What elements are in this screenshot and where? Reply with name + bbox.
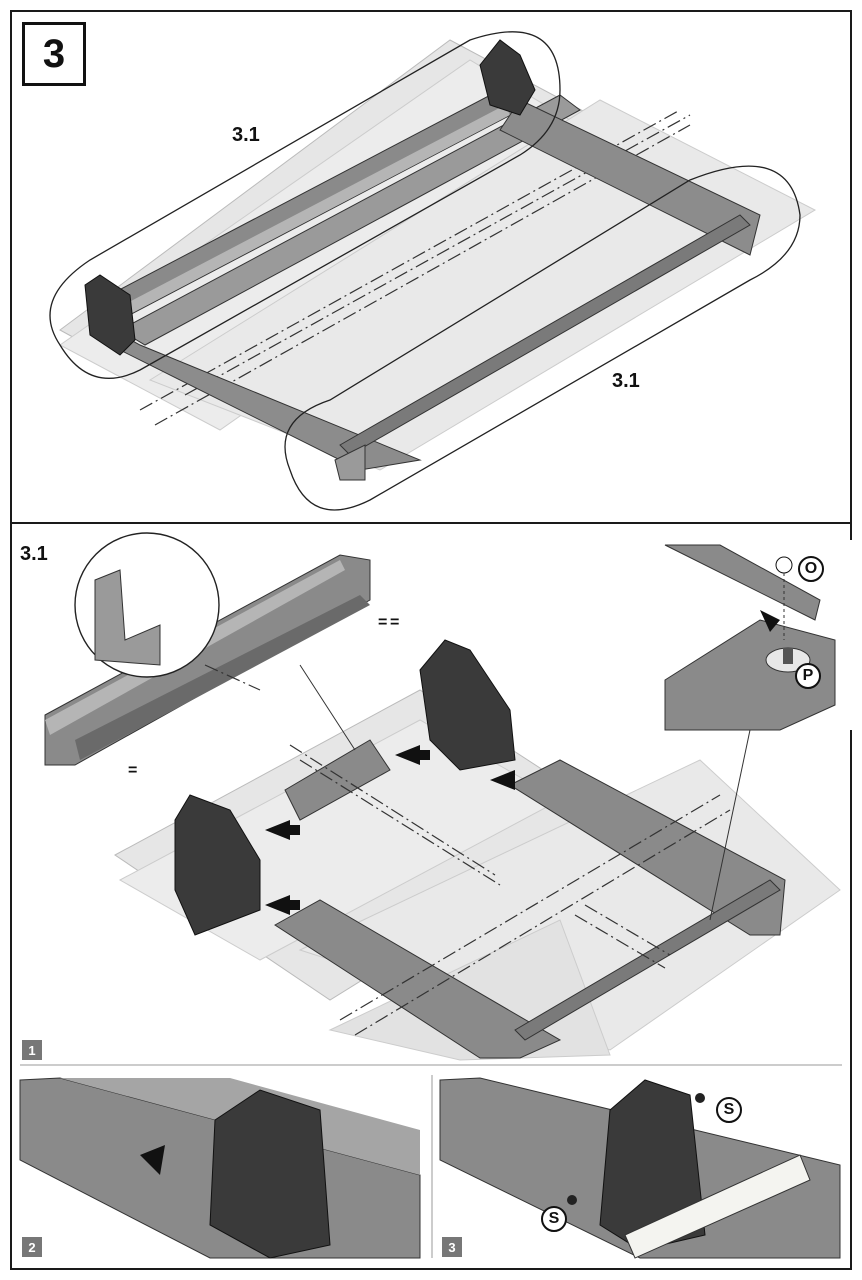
screw-callout-1: S xyxy=(716,1097,742,1123)
sub-step-3-number: 3 xyxy=(442,1237,462,1257)
callout-label-3-1-top: 3.1 xyxy=(232,124,260,146)
sub-step-1-number: 1 xyxy=(22,1040,42,1060)
nut-callout: O xyxy=(798,556,824,582)
screw-callout-2: S xyxy=(541,1206,567,1232)
equal-mark-3: = xyxy=(390,614,400,631)
callout-label-3-1-bottom: 3.1 xyxy=(612,370,640,392)
equal-mark-1: = xyxy=(378,614,388,631)
step-number-box: 3 xyxy=(22,22,86,86)
pin-callout: P xyxy=(795,663,821,689)
detail-assembly-drawing xyxy=(19,532,852,1259)
equal-mark-2: = xyxy=(128,762,138,779)
sub-step-2-number: 2 xyxy=(22,1237,42,1257)
detail-title: 3.1 xyxy=(20,543,48,565)
top-assembly-drawing xyxy=(49,31,817,511)
detail-panel-frame xyxy=(10,522,852,1270)
